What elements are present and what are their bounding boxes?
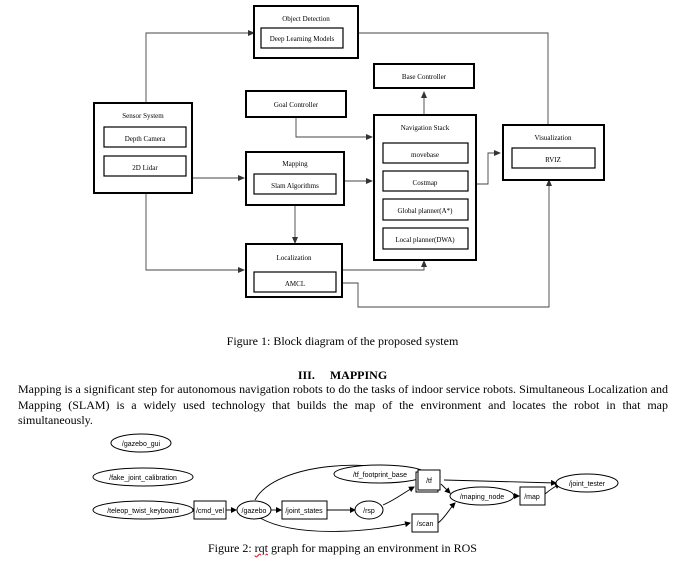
node-gazebo-gui-label: /gazebo_gui (122, 441, 161, 448)
object-detection-title: Object Detection (282, 15, 330, 23)
base-controller-label: Base Controller (402, 73, 447, 81)
node-teleop-twist-keyboard-label: /teleop_twist_keyboard (107, 508, 179, 515)
depth-camera-box (103, 126, 187, 148)
topic-joint-states (281, 500, 328, 520)
node-teleop-twist-keyboard (92, 500, 194, 520)
figure-1-caption: Figure 1: Block diagram of the proposed … (226, 334, 459, 348)
section-title: MAPPING (329, 368, 388, 382)
slam-algorithms-box (253, 173, 337, 195)
global-planner-box (382, 198, 469, 221)
figure-2-caption-suffix: graph for mapping an environment in ROS (268, 541, 477, 555)
node-fake-joint-calibration (92, 467, 194, 487)
connectors (145, 30, 552, 308)
node-gazebo (236, 500, 272, 520)
rqt-graph: /gazebo_gui /fake_joint_calibration /tel… (92, 433, 619, 533)
section-number: III. (297, 368, 315, 382)
section-heading: III. MAPPING (0, 368, 685, 383)
sensor-system-title: Sensor System (122, 112, 164, 120)
global-planner-label: Global planner(A*) (397, 207, 453, 215)
amcl-box (253, 271, 337, 293)
node-gazebo-gui (110, 433, 172, 453)
figure-2-caption-rqt: rqt (254, 541, 269, 555)
topic-tf-label: /tf (426, 478, 432, 485)
node-gazebo-label: /gazebo (242, 508, 267, 515)
node-joint-tester-label: /joint_tester (569, 481, 606, 488)
slam-algorithms-label: Slam Algorithms (271, 182, 319, 190)
movebase-box (382, 142, 469, 164)
local-planner-label: Local planner(DWA) (395, 236, 455, 244)
topic-scan-label: /scan (417, 521, 434, 528)
mapping-title: Mapping (282, 160, 308, 168)
figure-2-caption-prefix: Figure 2: (208, 541, 255, 555)
localization-title: Localization (277, 254, 312, 262)
block-diagram: Object Detection Deep Learning Models Ba… (93, 5, 605, 308)
movebase-label: movebase (411, 151, 439, 159)
navigation-stack-title: Navigation Stack (401, 124, 450, 132)
base-controller-box (373, 63, 475, 89)
rviz-label: RVIZ (545, 156, 561, 164)
topic-map-label: /map (524, 494, 540, 501)
node-maping-node (449, 486, 515, 506)
node-fake-joint-calibration-label: /fake_joint_calibration (109, 475, 177, 482)
node-tf-footprint-base-label: /tf_footprint_base (353, 472, 407, 479)
node-joint-tester (555, 473, 619, 493)
local-planner-box (382, 227, 469, 250)
sensor-system-box (93, 102, 193, 194)
topic-tf-stack (417, 469, 441, 491)
depth-camera-label: Depth Camera (125, 135, 167, 143)
topic-scan (411, 513, 439, 533)
amcl-label: AMCL (285, 280, 305, 288)
node-rsp (354, 500, 384, 520)
deep-learning-models-label: Deep Learning Models (270, 35, 335, 43)
costmap-label: Costmap (413, 179, 438, 187)
goal-controller-label: Goal Controller (274, 101, 319, 109)
goal-controller-box (245, 90, 347, 118)
topic-cmd-vel (193, 500, 227, 520)
node-maping-node-label: /maping_node (460, 494, 504, 501)
topic-joint-states-label: /joint_states (285, 508, 323, 515)
topic-cmd-vel-label: /cmd_vel (196, 508, 224, 515)
topic-map (519, 486, 546, 506)
lidar-box (103, 155, 187, 177)
visualization-title: Visualization (535, 134, 572, 142)
node-rsp-label: /rsp (363, 508, 375, 515)
mapping-paragraph: Mapping is a significant step for autono… (18, 382, 668, 427)
deep-learning-models-box (260, 27, 344, 49)
figure-2-caption: Figure 2: rqt graph for mapping an envir… (0, 541, 685, 556)
lidar-label: 2D Lidar (132, 164, 158, 172)
costmap-box (382, 170, 469, 192)
rviz-box (511, 147, 596, 169)
